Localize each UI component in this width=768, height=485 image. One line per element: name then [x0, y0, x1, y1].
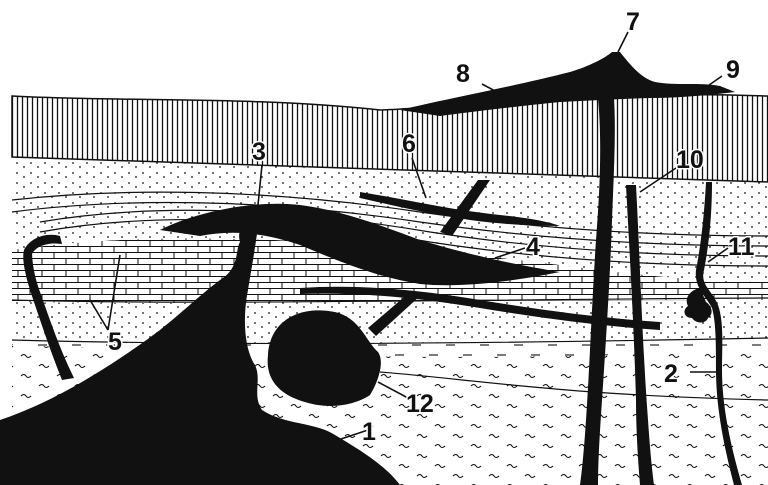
- label-7: 7: [626, 8, 640, 36]
- label-12: 12: [406, 390, 434, 418]
- label-4: 4: [526, 233, 540, 261]
- label-1: 1: [362, 418, 376, 446]
- label-2: 2: [664, 360, 678, 388]
- label-3: 3: [252, 138, 266, 166]
- label-8: 8: [456, 60, 470, 88]
- label-5: 5: [108, 328, 122, 356]
- label-11: 11: [728, 233, 755, 261]
- label-9: 9: [726, 56, 740, 84]
- label-6: 6: [402, 130, 416, 158]
- label-10: 10: [676, 146, 704, 174]
